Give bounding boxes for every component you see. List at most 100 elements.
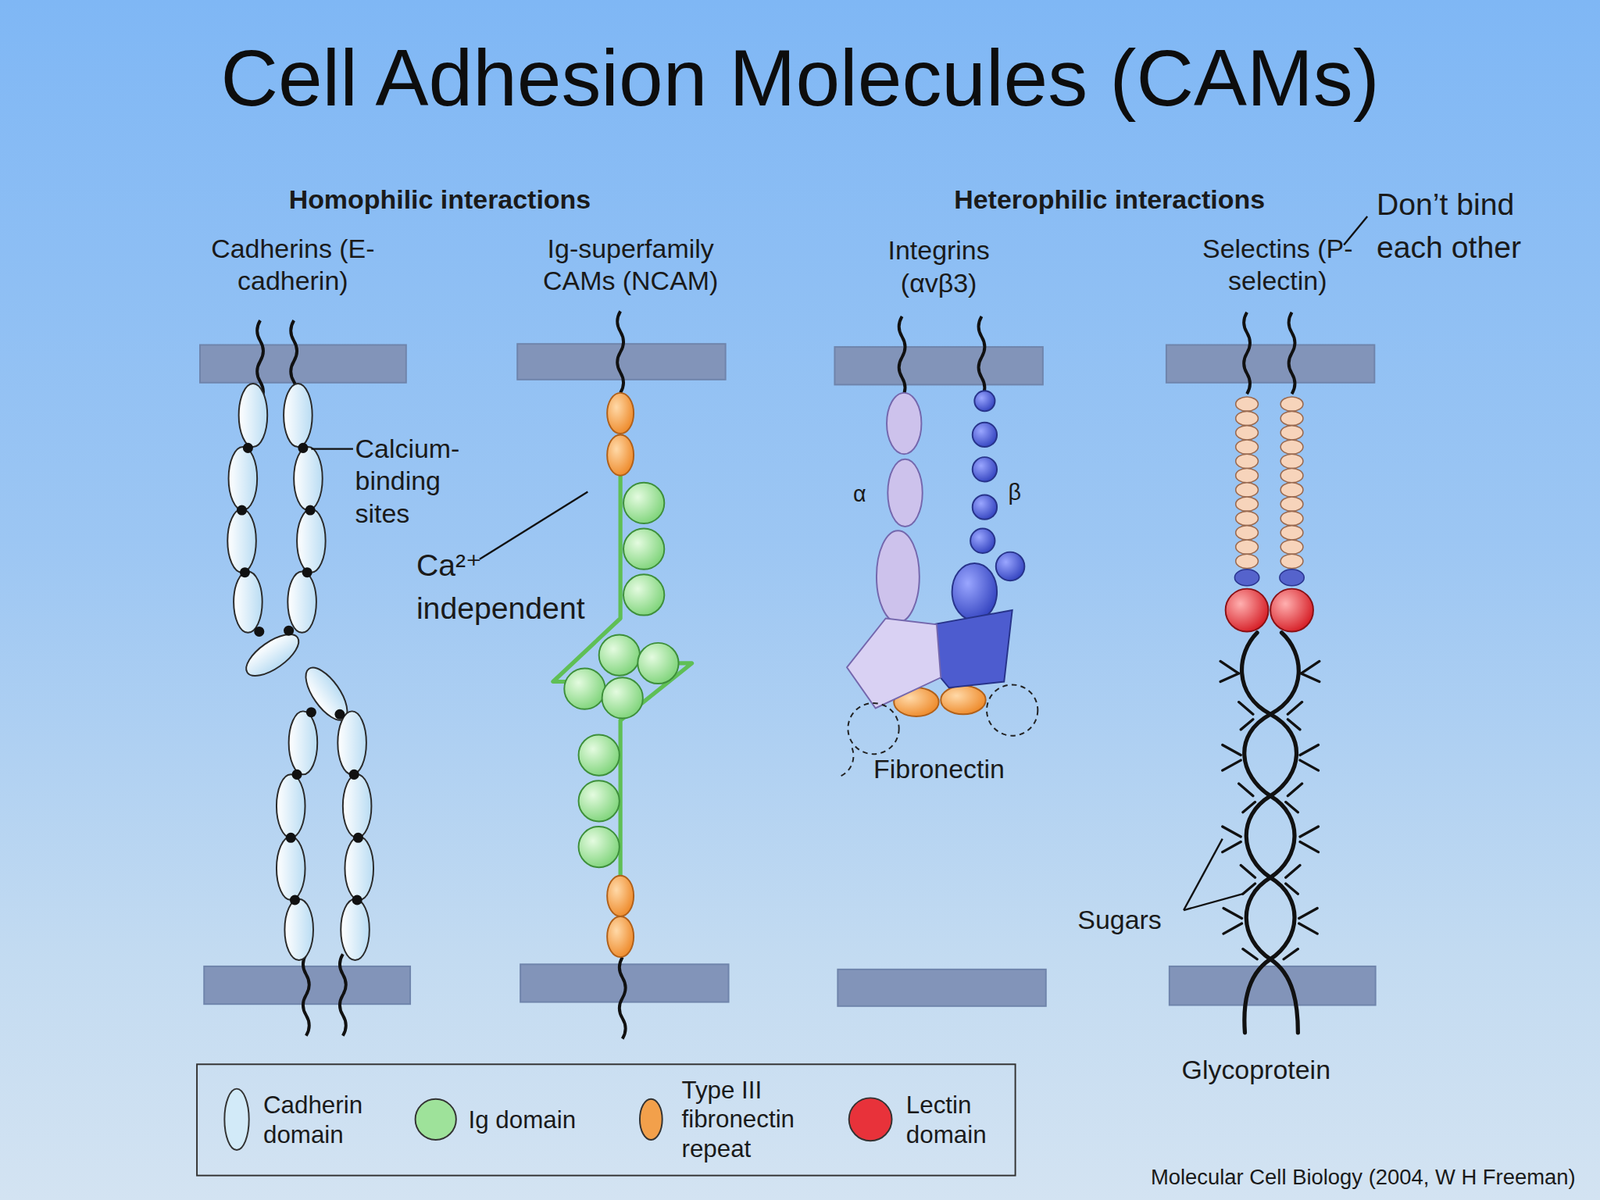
selectin-repeat <box>1235 396 1259 411</box>
molecule-label: Integrins (αvβ3) <box>867 234 1011 300</box>
integrin-beta <box>932 390 1025 688</box>
legend-swatch <box>415 1099 457 1140</box>
glycoprotein-strand <box>1244 632 1300 1033</box>
selectin-repeat <box>1280 425 1304 440</box>
legend-text: Type III fibronectin repeat <box>681 1075 829 1165</box>
integrin-alpha <box>846 618 941 709</box>
selectin-repeat <box>1280 410 1304 425</box>
cell-membrane <box>1166 344 1375 383</box>
fibronectin-repeat <box>940 685 986 715</box>
note: Don’t bind each other <box>1376 183 1561 270</box>
selectin-repeat <box>1235 439 1259 454</box>
leader-line <box>479 492 588 560</box>
leader-line <box>1183 839 1223 911</box>
glycoprotein-strand <box>1242 632 1300 1033</box>
selectin-repeat <box>1234 569 1259 586</box>
legend-box <box>196 1064 1016 1175</box>
cadherin-domain <box>227 509 257 573</box>
ig-domain <box>578 826 620 868</box>
calcium-binding-site <box>292 769 303 780</box>
fibronectin-repeat <box>607 916 634 958</box>
cadherin-domain <box>284 899 314 961</box>
integrin-beta <box>974 390 995 411</box>
integrin-alpha <box>876 530 920 623</box>
integrin-alpha <box>887 459 922 527</box>
legend-swatch <box>639 1099 663 1140</box>
cadherin-domain <box>337 710 367 775</box>
legend-box <box>196 1064 1016 1175</box>
cadherin-domain <box>296 509 326 573</box>
selectin-repeat <box>1280 453 1304 468</box>
transmembrane-tail <box>899 316 906 398</box>
lectin-domain <box>1270 589 1314 633</box>
integrin-alpha <box>846 392 941 709</box>
cadherin-domain <box>239 383 268 447</box>
ig-domain <box>637 642 679 684</box>
selectin-repeat <box>1280 525 1304 540</box>
calcium-binding-site <box>239 567 250 578</box>
cadherin-domain <box>344 836 374 900</box>
fibronectin-outline <box>839 747 854 777</box>
integrin-beta <box>952 563 997 621</box>
calcium-binding-site <box>289 894 300 905</box>
selectin-repeat <box>1279 569 1304 586</box>
cadherin-domain <box>239 626 306 684</box>
selectin-repeat <box>1235 468 1259 483</box>
cadherin-domain <box>287 571 317 633</box>
lectin-domain <box>1225 589 1314 633</box>
ig-domain <box>623 574 665 615</box>
calcium-binding-site <box>297 442 308 454</box>
lectin-domain <box>1225 589 1269 633</box>
integrin-beta <box>996 552 1025 582</box>
calcium-binding-site <box>302 567 313 578</box>
selectin-repeat <box>1280 482 1304 497</box>
calcium-binding-site <box>236 442 364 906</box>
ig-domain <box>623 528 665 570</box>
molecule-label: Selectins (P-selectin) <box>1190 232 1365 298</box>
legend-swatch <box>224 1089 249 1150</box>
legend-text: Cadherin domain <box>263 1090 381 1150</box>
selectin-repeat <box>1235 482 1259 497</box>
molecule-label: Cadherins (E-cadherin) <box>190 232 395 298</box>
molecule-label: Ig-superfamily CAMs (NCAM) <box>518 232 743 298</box>
selectin-repeat <box>1235 496 1259 511</box>
ig-domain <box>578 734 620 775</box>
cadherin-domain <box>283 383 313 447</box>
cell-membrane <box>837 969 1046 1007</box>
ig-domain <box>623 482 665 524</box>
part-label: Glycoprotein <box>1181 1053 1386 1086</box>
transmembrane-tail <box>1289 312 1296 394</box>
calcium-binding-site <box>352 894 363 905</box>
integrin-beta <box>932 610 1013 688</box>
cell-membrane <box>1169 966 1376 1006</box>
calcium-binding-site <box>236 505 247 516</box>
fibronectin-repeat <box>607 875 634 917</box>
glycoprotein-strand <box>1242 632 1297 1033</box>
sugar-branch <box>1220 660 1320 959</box>
subunit-label: β <box>1007 478 1033 507</box>
cell-membrane <box>200 344 407 383</box>
cadherin-domain <box>340 899 370 961</box>
calcium-binding-site <box>285 832 297 843</box>
cadherin-domain <box>276 774 306 838</box>
fibronectin-outline <box>986 684 1038 736</box>
ig-domain <box>599 634 640 675</box>
section-heading: Homophilic interactions <box>289 183 677 216</box>
section-heading: Heterophilic interactions <box>953 183 1362 216</box>
selectin-repeat <box>1280 396 1304 411</box>
ig-domain <box>578 780 620 822</box>
selectin-repeat <box>1235 453 1259 468</box>
calcium-binding-site <box>283 625 294 636</box>
cadherin-domain <box>227 383 374 961</box>
selectin-repeat <box>1280 496 1304 511</box>
caption: Molecular Cell Biology (2004, W H Freema… <box>959 1164 1576 1190</box>
cadherin-domain <box>228 446 258 511</box>
part-label: Fibronectin <box>873 753 1047 786</box>
calcium-binding-site <box>306 707 317 718</box>
legend-text: Ig domain <box>468 1105 612 1136</box>
part-label: Calcium-binding sites <box>355 432 483 530</box>
selectin-repeat <box>1235 510 1259 525</box>
cadherin-domain <box>233 571 263 633</box>
selectin-repeat <box>1235 525 1259 540</box>
transmembrane-tail <box>978 316 986 398</box>
